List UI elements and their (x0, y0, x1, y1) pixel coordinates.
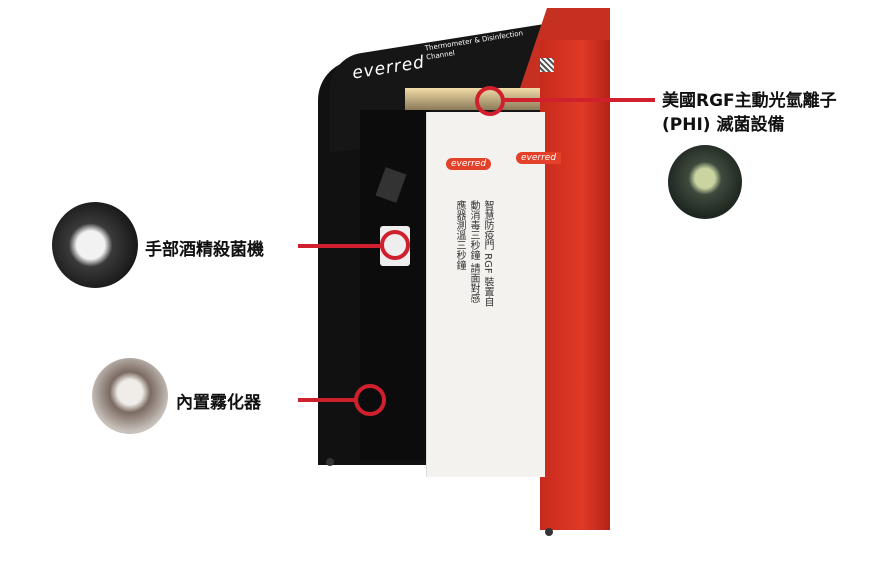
phi-lamp (405, 88, 540, 110)
callout-label-atomizer: 內置霧化器 (176, 393, 261, 413)
callout-line-atomizer (298, 398, 356, 402)
curtain-logo: everred (446, 158, 492, 170)
wheel (326, 458, 334, 466)
callout-ring-dispenser (380, 230, 410, 260)
callout-line-dispenser (298, 244, 382, 248)
callout-label-dispenser: 手部酒精殺菌機 (145, 240, 264, 260)
callout-label-phi-2: (PHI) 滅菌設備 (662, 115, 785, 135)
curtain-text: 智慧防疫門 RGF 裝置自動消毒三秒鐘 請面對感應器測溫三秒鐘 (454, 200, 493, 307)
callout-ring-atomizer (354, 384, 386, 416)
callout-ring-phi (475, 86, 505, 116)
wheel (545, 528, 553, 536)
callout-line-phi (503, 98, 655, 102)
booth-red-panel (540, 40, 610, 530)
qr-code (540, 58, 554, 72)
callout-label-phi: 美國RGF主動光氫離子 (662, 91, 837, 111)
phi-thumbnail (668, 145, 742, 219)
atomizer-thumbnail (92, 358, 168, 434)
curtain (426, 112, 545, 477)
curtain-logo-2: everred (516, 152, 562, 164)
dispenser-thumbnail (52, 202, 138, 288)
